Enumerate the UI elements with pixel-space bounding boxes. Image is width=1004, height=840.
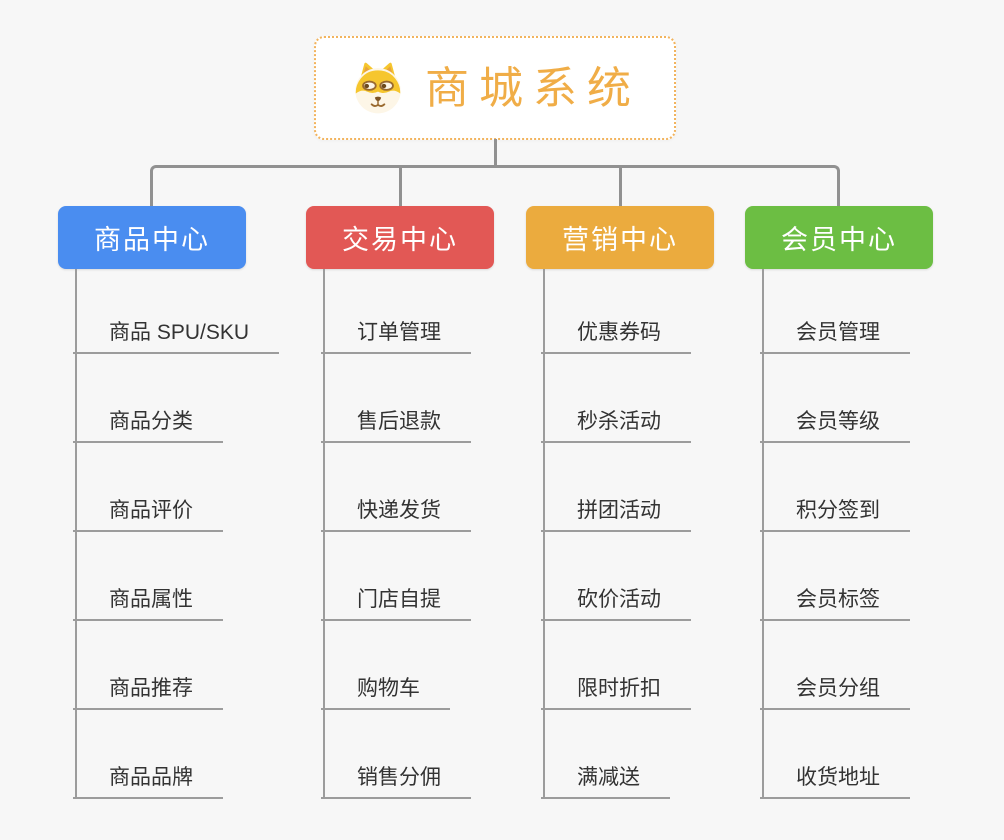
child-topic[interactable]: 商品评价 xyxy=(73,443,223,532)
child-topic[interactable]: 售后退款 xyxy=(321,354,471,443)
branch-topic-marketing-center[interactable]: 营销中心 xyxy=(526,206,714,269)
connector-drop-trade xyxy=(399,168,402,206)
branch-spine xyxy=(323,269,325,799)
child-topic[interactable]: 商品属性 xyxy=(73,532,223,621)
dog-face-icon xyxy=(355,62,401,114)
child-topic[interactable]: 会员等级 xyxy=(760,354,910,443)
child-topic[interactable]: 会员标签 xyxy=(760,532,910,621)
child-topic[interactable]: 秒杀活动 xyxy=(541,354,691,443)
child-topic[interactable]: 快递发货 xyxy=(321,443,471,532)
child-topic[interactable]: 积分签到 xyxy=(760,443,910,532)
branch-spine xyxy=(75,269,77,799)
root-topic[interactable]: 商城系统 xyxy=(314,36,676,140)
branch-children: 优惠券码 秒杀活动 拼团活动 砍价活动 限时折扣 满减送 xyxy=(541,269,691,799)
child-topic[interactable]: 会员管理 xyxy=(760,269,910,354)
branch-children: 订单管理 售后退款 快递发货 门店自提 购物车 销售分佣 xyxy=(321,269,471,799)
root-topic-title: 商城系统 xyxy=(425,64,641,113)
branch-trade-center: 交易中心 订单管理 售后退款 快递发货 门店自提 购物车 销售分佣 xyxy=(306,206,546,816)
branch-children: 商品 SPU/SKU 商品分类 商品评价 商品属性 商品推荐 商品品牌 xyxy=(73,269,280,799)
child-topic[interactable]: 购物车 xyxy=(321,621,450,710)
child-topic[interactable]: 门店自提 xyxy=(321,532,471,621)
child-topic[interactable]: 收货地址 xyxy=(760,710,910,799)
branch-spine xyxy=(543,269,545,799)
child-topic[interactable]: 商品推荐 xyxy=(73,621,223,710)
branch-topic-member-center[interactable]: 会员中心 xyxy=(745,206,933,269)
child-topic[interactable]: 砍价活动 xyxy=(541,532,691,621)
connector-drop-marketing xyxy=(619,168,622,206)
branch-topic-trade-center[interactable]: 交易中心 xyxy=(306,206,494,269)
child-topic[interactable]: 商品 SPU/SKU xyxy=(73,269,280,354)
child-topic[interactable]: 限时折扣 xyxy=(541,621,691,710)
branch-marketing-center: 营销中心 优惠券码 秒杀活动 拼团活动 砍价活动 限时折扣 满减送 xyxy=(526,206,766,816)
branch-topic-product-center[interactable]: 商品中心 xyxy=(58,206,246,269)
child-topic[interactable]: 商品分类 xyxy=(73,354,223,443)
branch-spine xyxy=(762,269,764,799)
child-topic[interactable]: 拼团活动 xyxy=(541,443,691,532)
child-topic[interactable]: 商品品牌 xyxy=(73,710,223,799)
child-topic[interactable]: 满减送 xyxy=(541,710,670,799)
child-topic[interactable]: 会员分组 xyxy=(760,621,910,710)
branch-product-center: 商品中心 商品 SPU/SKU 商品分类 商品评价 商品属性 商品推荐 商品品牌 xyxy=(58,206,298,816)
branch-member-center: 会员中心 会员管理 会员等级 积分签到 会员标签 会员分组 收货地址 xyxy=(745,206,985,816)
branch-children: 会员管理 会员等级 积分签到 会员标签 会员分组 收货地址 xyxy=(760,269,910,799)
child-topic[interactable]: 销售分佣 xyxy=(321,710,471,799)
connector-rail xyxy=(150,165,840,207)
child-topic[interactable]: 订单管理 xyxy=(321,269,471,354)
connector-root-stem xyxy=(494,139,497,168)
child-topic[interactable]: 优惠券码 xyxy=(541,269,691,354)
